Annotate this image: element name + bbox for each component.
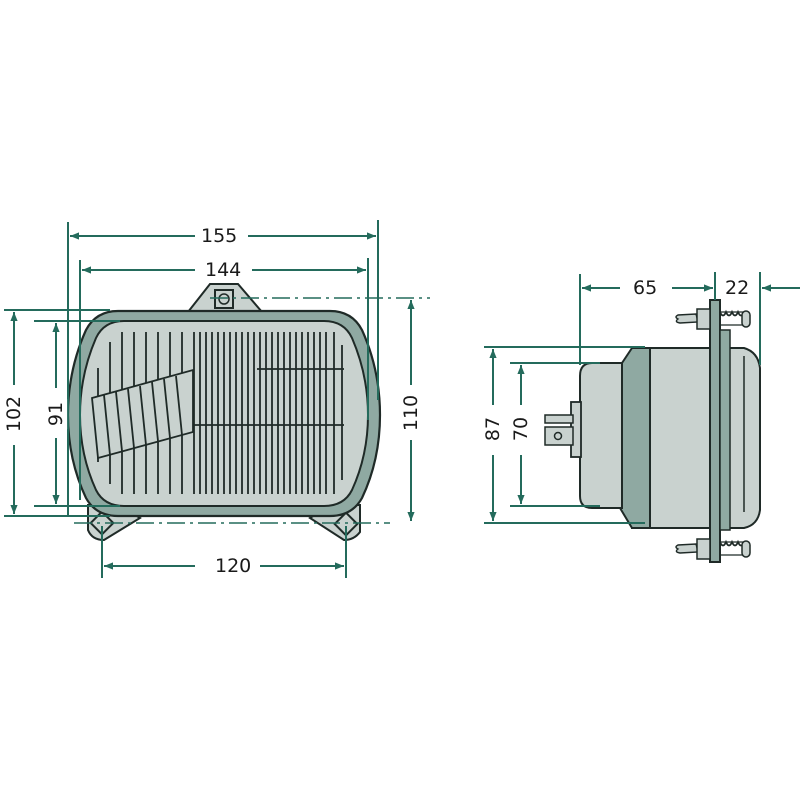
dim-overall-height-left: 102 xyxy=(3,392,26,436)
center-lines xyxy=(74,297,430,524)
dim-front-projection: 22 xyxy=(722,277,753,299)
side-lens xyxy=(721,347,761,529)
front-view xyxy=(66,283,382,542)
dim-mount-hole-spacing: 120 xyxy=(212,555,255,577)
mounting-plate xyxy=(709,299,721,563)
dim-overall-height-right: 110 xyxy=(400,391,423,435)
dim-lens-height: 91 xyxy=(45,398,68,430)
connector-tab-1 xyxy=(544,414,574,424)
dim-overall-width: 155 xyxy=(198,225,241,247)
top-adjust-screw xyxy=(675,308,751,330)
bottom-adjust-screw xyxy=(675,538,751,560)
top-mount-hole xyxy=(214,289,234,309)
housing-collar xyxy=(619,347,651,529)
slanted-prism-patch xyxy=(91,368,194,460)
side-view xyxy=(544,299,761,563)
dimension-lines xyxy=(4,220,800,578)
bottom-left-mount-hole xyxy=(89,510,115,536)
connector-tab-2 xyxy=(544,426,574,446)
bottom-right-mount-hole xyxy=(333,511,359,537)
dim-lens-width: 144 xyxy=(202,259,245,281)
dim-housing-height: 87 xyxy=(482,413,505,445)
rear-cap xyxy=(579,362,623,509)
dim-depth: 65 xyxy=(630,277,661,299)
dim-rear-height: 70 xyxy=(510,413,533,445)
